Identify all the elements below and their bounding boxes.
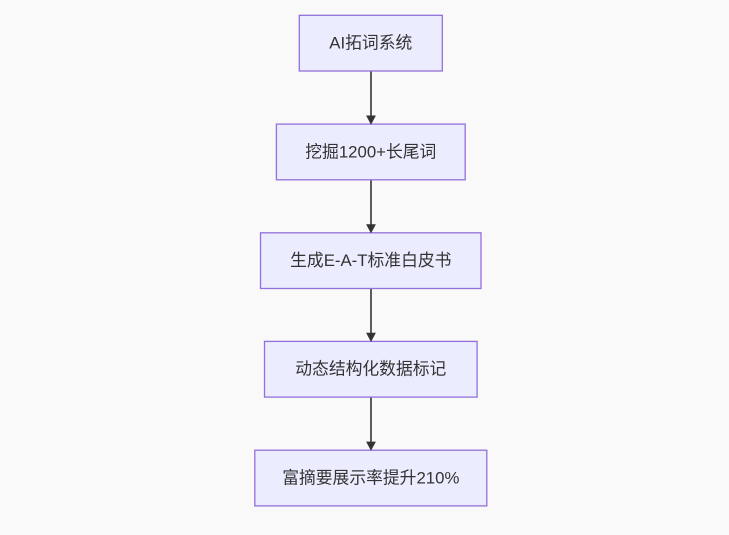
svg-text:动态结构化数据标记: 动态结构化数据标记 [295,360,446,379]
svg-text:挖掘1200+长尾词: 挖掘1200+长尾词 [305,142,436,161]
svg-text:AI拓词系统: AI拓词系统 [329,34,412,53]
svg-text:生成E-A-T标准白皮书: 生成E-A-T标准白皮书 [290,251,451,270]
svg-text:富摘要展示率提升210%: 富摘要展示率提升210% [282,469,459,488]
